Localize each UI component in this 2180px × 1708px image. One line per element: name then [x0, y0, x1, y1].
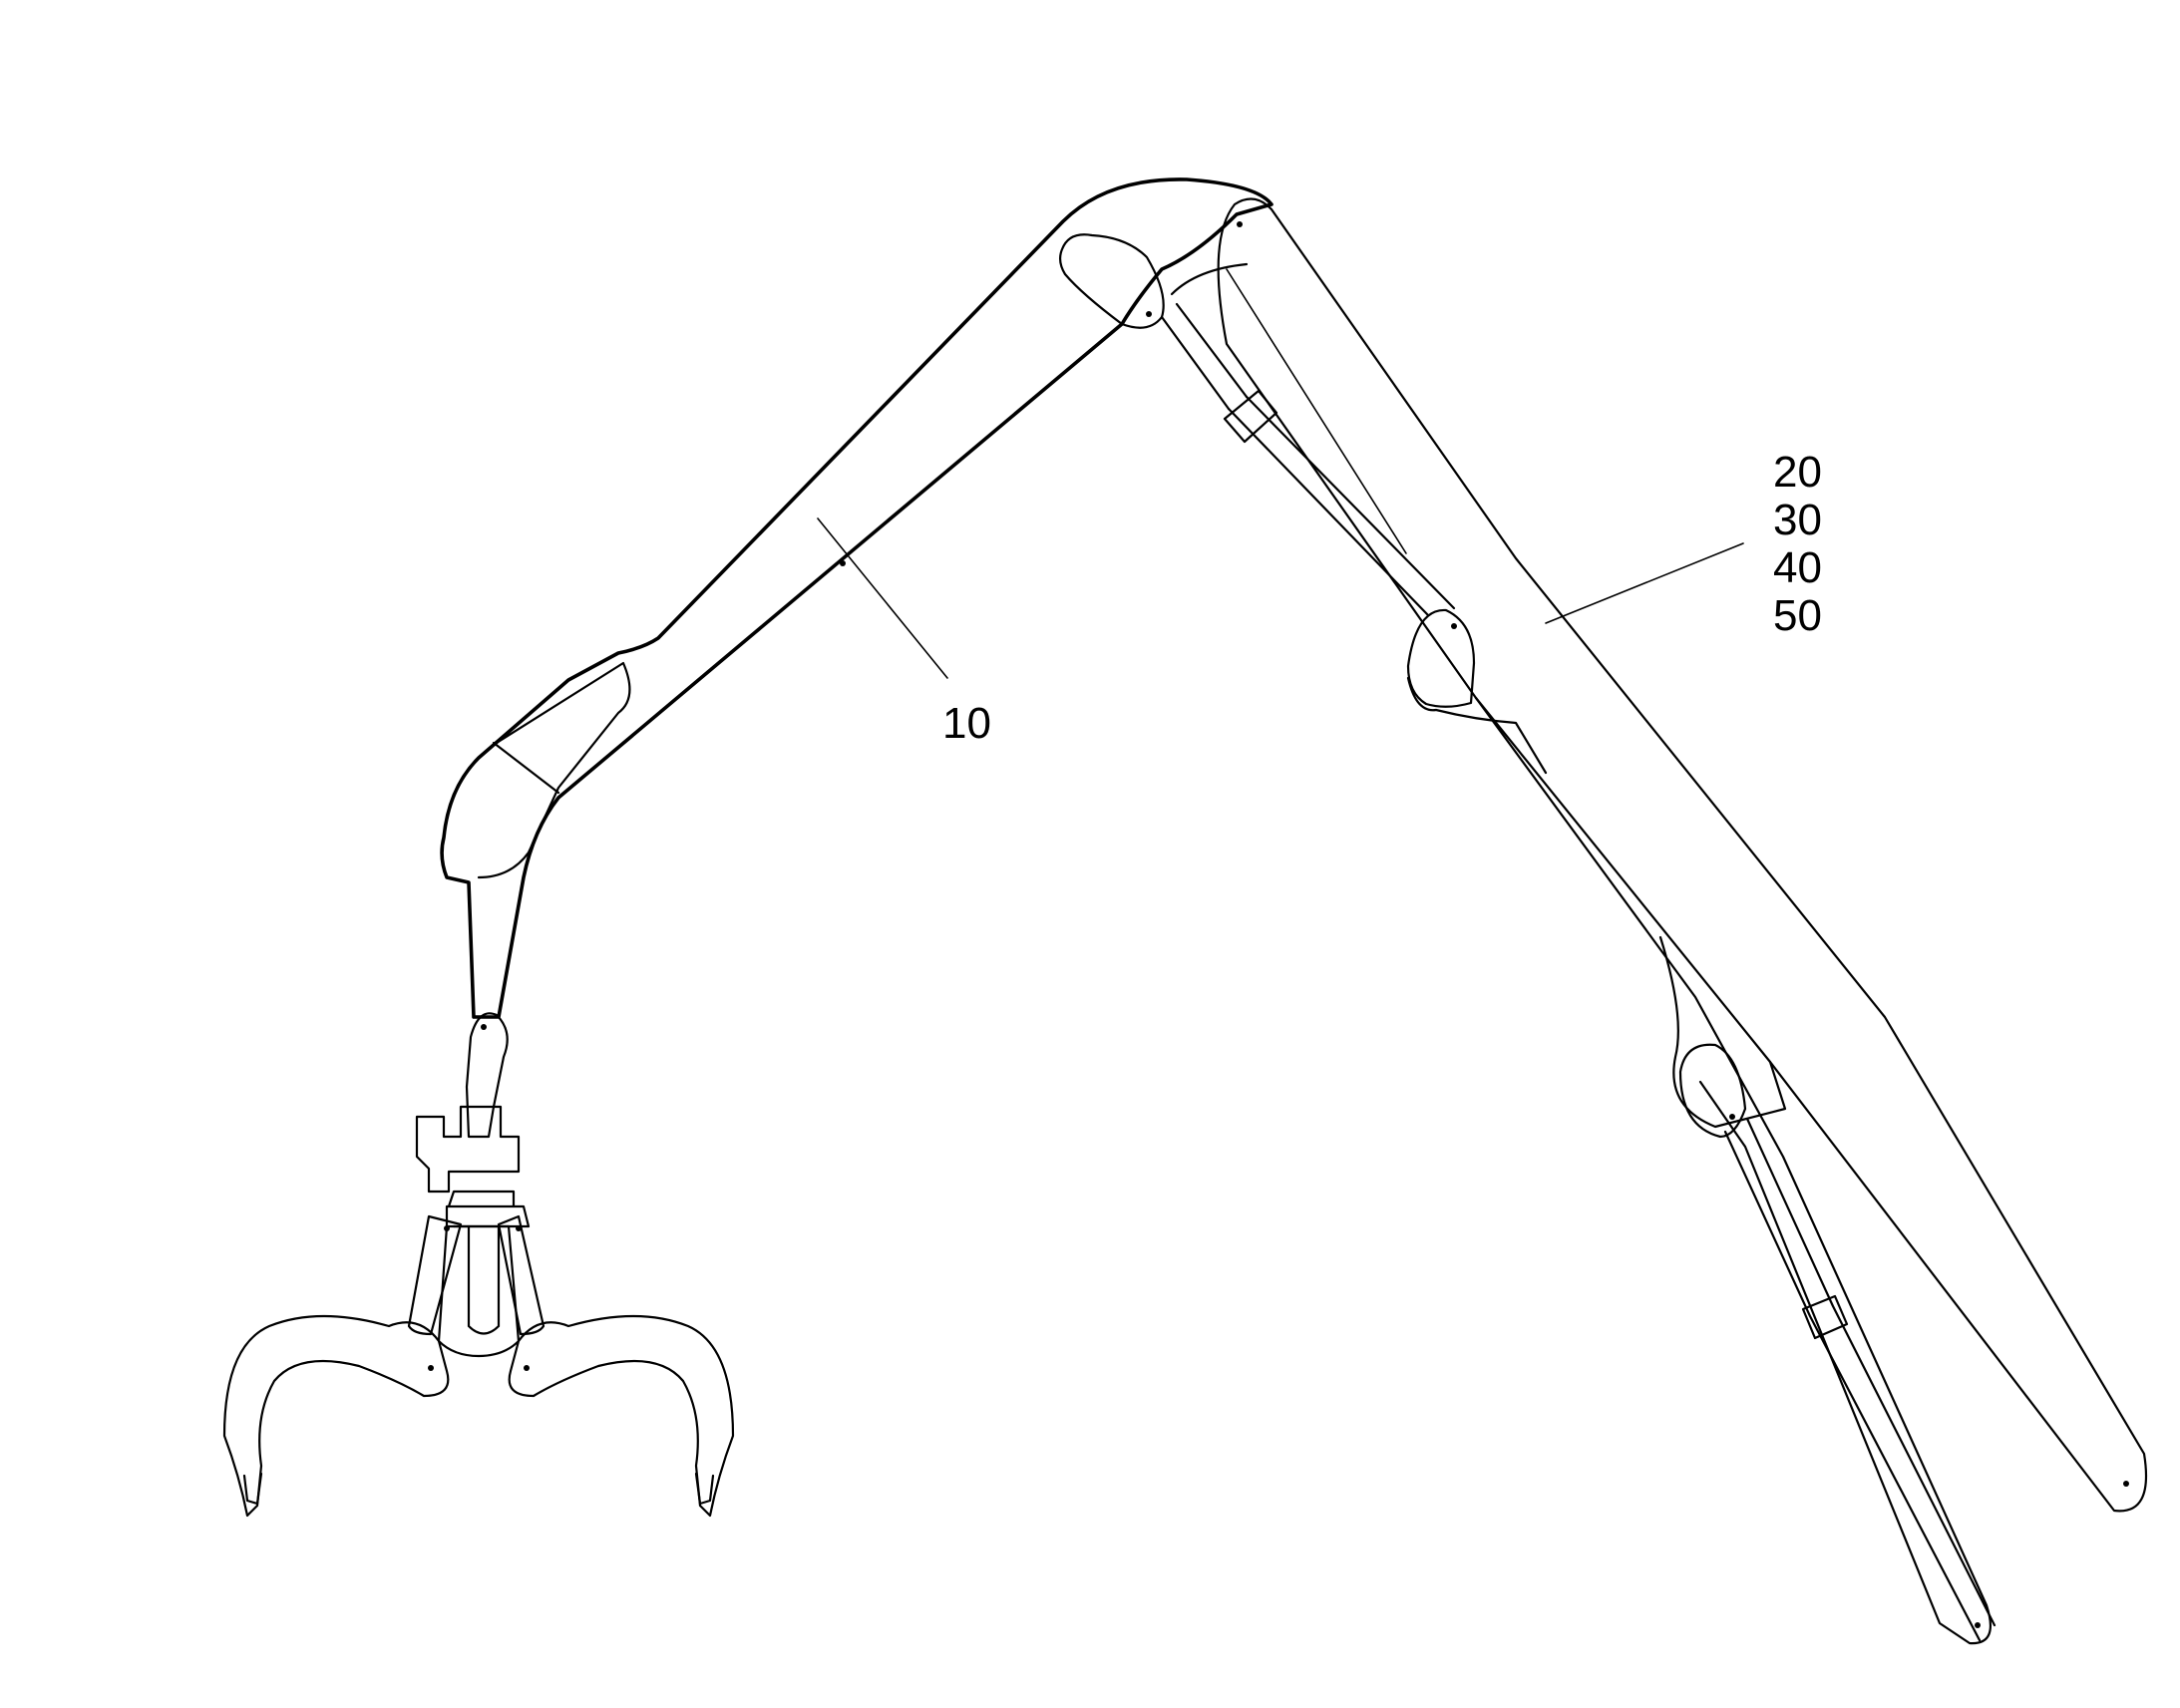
lower-cylinder-collar — [1801, 1294, 1849, 1340]
rotator-flange — [445, 1190, 531, 1228]
boom-sleeve-joint — [492, 741, 560, 795]
grapple-right-link — [497, 1214, 545, 1336]
ref-label-arm-4: 50 — [1773, 591, 1822, 640]
rotator-assembly — [407, 1012, 545, 1358]
ref-label-arm-2: 30 — [1773, 496, 1822, 544]
upper-cylinder — [1160, 268, 1456, 617]
upper-cylinder-barrel — [1227, 395, 1456, 617]
grapple-right-tip — [694, 1472, 715, 1506]
arm-tip-pin — [2123, 1481, 2129, 1487]
base-arm — [1474, 696, 1992, 1645]
boom-sleeve — [477, 661, 631, 879]
boom-head-web — [1170, 262, 1249, 296]
boom-head-pin — [1146, 311, 1152, 317]
mid-pivot-web — [1406, 676, 1548, 775]
boom-head-bracket — [1058, 233, 1165, 329]
leader-line-boom — [817, 517, 948, 679]
mid-pivot-pin — [1451, 623, 1457, 629]
main-arm-beam — [1217, 197, 2148, 1513]
boom-midpoint-pin — [840, 560, 846, 566]
upper-guide-line — [1226, 268, 1407, 554]
ref-label-boom: 10 — [942, 699, 991, 748]
lower-pivot-bracket — [1678, 1043, 1747, 1139]
lower-cylinder — [1723, 1117, 1997, 1642]
ref-label-arm-1: 20 — [1773, 448, 1822, 497]
lower-pivot-pin — [1729, 1114, 1735, 1120]
main-arm — [1217, 197, 2148, 1645]
leader-line-arm — [1545, 542, 1744, 624]
rotator-body — [415, 1105, 521, 1194]
lower-link — [465, 1012, 509, 1139]
lower-pivot-lobe — [1658, 935, 1787, 1129]
grapple-left-link — [407, 1214, 463, 1336]
left-jaw-pin — [428, 1365, 434, 1371]
grapple-left-link-pin — [444, 1225, 450, 1231]
grapple-right-link-pin — [516, 1225, 522, 1231]
lower-link-pin — [481, 1024, 487, 1030]
base-arm-pin — [1975, 1622, 1981, 1628]
upper-cylinder-collar — [1223, 389, 1278, 444]
grapple-right-jaw — [508, 1314, 735, 1518]
grapple-head — [437, 1224, 521, 1358]
arm-top-pin — [1237, 221, 1243, 227]
grapple-jaws — [222, 1314, 735, 1518]
reference-annotations: 10 20 30 40 50 — [817, 448, 1822, 748]
boom-outline — [440, 177, 1273, 1019]
ref-label-arm-3: 40 — [1773, 543, 1822, 592]
boom — [440, 177, 1273, 1019]
grapple-left-tip — [242, 1472, 263, 1506]
right-jaw-pin — [524, 1365, 530, 1371]
upper-cylinder-rod — [1160, 302, 1249, 411]
grapple-head-inner — [467, 1224, 501, 1335]
mid-pivot-bracket — [1406, 608, 1476, 708]
grapple-left-jaw — [222, 1314, 450, 1518]
